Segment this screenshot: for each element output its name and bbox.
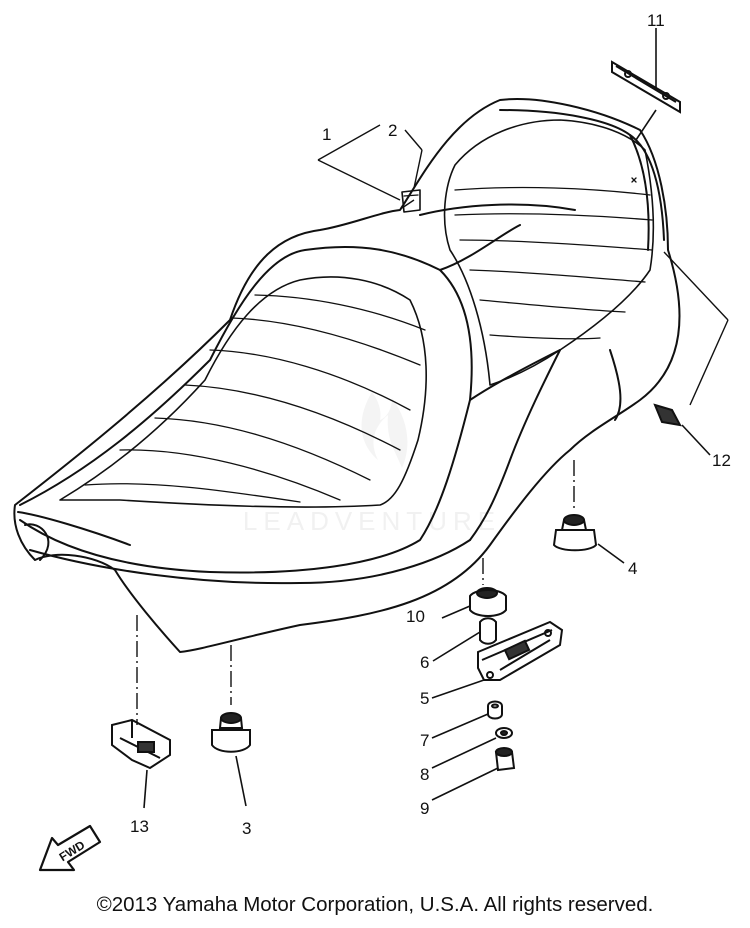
watermark-flame-icon [361, 392, 408, 468]
seat [13, 98, 681, 653]
callout-8: 8 [420, 765, 429, 784]
callout-11: 11 [647, 11, 665, 30]
part-3-damper [211, 712, 251, 807]
fwd-arrow: FWD [38, 824, 102, 872]
callout-10: 10 [406, 607, 425, 626]
copyright-notice: ©2013 Yamaha Motor Corporation, U.S.A. A… [96, 893, 654, 916]
seat-outline [13, 98, 681, 653]
part-7-washer [431, 700, 503, 739]
callout-7: 7 [420, 731, 429, 750]
callout-1-2-leaders [317, 124, 423, 209]
callout-12: 12 [712, 451, 731, 470]
part-6-collar [432, 617, 497, 662]
part-4-damper [552, 514, 625, 564]
watermark: LEADVENTURE [243, 392, 501, 536]
callout-3: 3 [242, 819, 251, 838]
mount-lines [136, 460, 575, 725]
fwd-arrow-icon [38, 824, 102, 872]
part-10-damper [441, 587, 507, 619]
callout-6: 6 [420, 653, 429, 672]
callout-4: 4 [628, 559, 637, 578]
part-13-bracket [111, 718, 171, 809]
callout-5: 5 [420, 689, 429, 708]
callout-2: 2 [388, 121, 397, 140]
callout-1: 1 [322, 125, 331, 144]
passenger-seat-pad [443, 119, 655, 386]
callout-numbers: 1 2 3 4 5 6 7 8 9 10 11 12 13 [130, 11, 731, 838]
callout-9: 9 [420, 799, 429, 818]
part-12-clip [653, 251, 729, 456]
part-8-washer [431, 727, 513, 769]
rider-seat-piping [19, 245, 473, 574]
part-5-bracket [431, 620, 564, 699]
part-9-nut [431, 747, 516, 801]
part-11-plate [611, 28, 681, 141]
watermark-text: LEADVENTURE [243, 506, 501, 536]
callout-13: 13 [130, 817, 149, 836]
